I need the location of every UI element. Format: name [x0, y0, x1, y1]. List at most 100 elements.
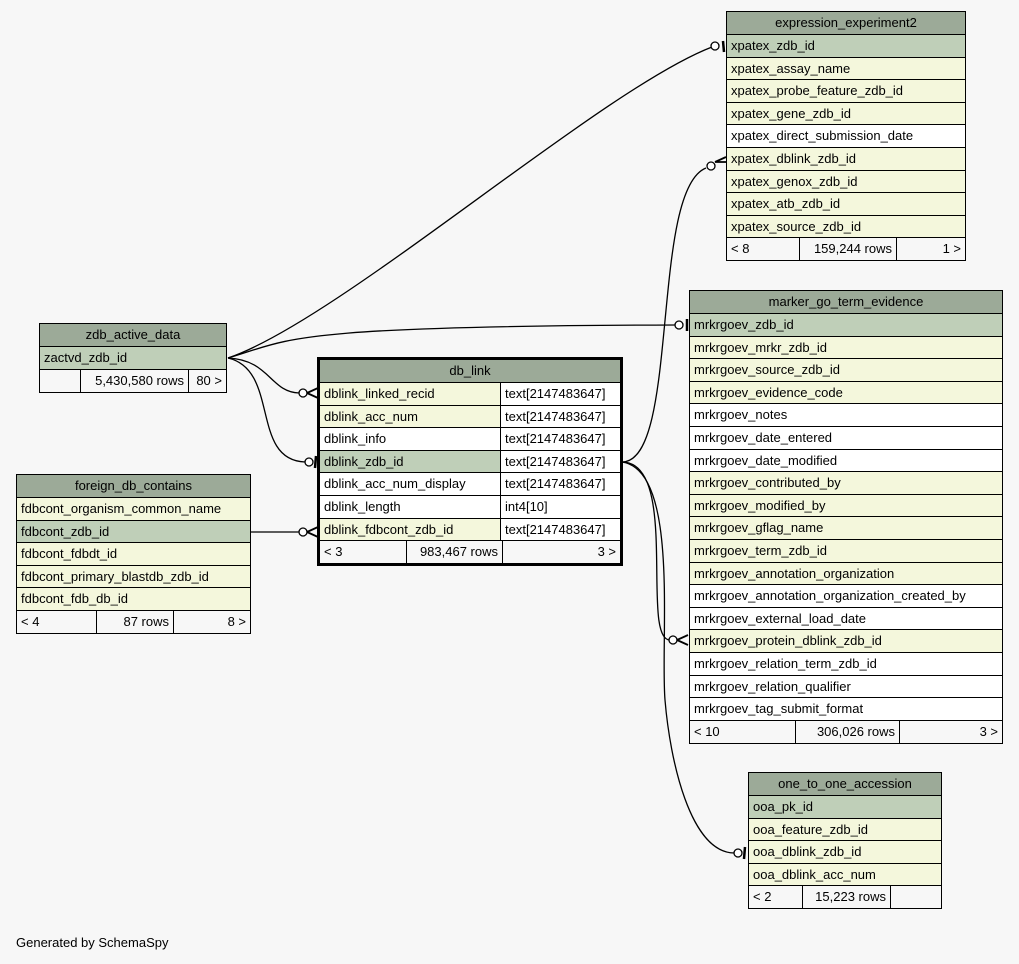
column-row[interactable]: ooa_dblink_zdb_id	[749, 841, 941, 864]
table-title[interactable]: foreign_db_contains	[17, 475, 250, 498]
column-name: mrkrgoev_annotation_organization_created…	[690, 585, 1002, 607]
children-count-link[interactable]: 3 >	[502, 541, 620, 564]
column-row[interactable]: xpatex_gene_zdb_id	[727, 102, 965, 126]
column-row[interactable]: mrkrgoev_gflag_name	[690, 517, 1002, 540]
row-count: 983,467 rows	[406, 541, 502, 564]
column-row[interactable]: xpatex_zdb_id	[727, 35, 965, 58]
children-count-link[interactable]: 3 >	[899, 720, 1002, 743]
parents-count-link[interactable]	[40, 370, 80, 392]
column-row[interactable]: xpatex_genox_zdb_id	[727, 170, 965, 194]
column-row[interactable]: mrkrgoev_contributed_by	[690, 472, 1002, 495]
column-row[interactable]: ooa_feature_zdb_id	[749, 818, 941, 842]
column-row[interactable]: xpatex_assay_name	[727, 57, 965, 81]
parents-count-link[interactable]: < 2	[753, 889, 772, 905]
column-row[interactable]: mrkrgoev_modified_by	[690, 494, 1002, 518]
column-row[interactable]: fdbcont_fdb_db_id	[17, 588, 250, 611]
column-row[interactable]: mrkrgoev_protein_dblink_zdb_id	[690, 630, 1002, 653]
edge-zactvd-to-mrkrgoev-zdb-id	[227, 324, 676, 359]
column-row[interactable]: mrkrgoev_tag_submit_format	[690, 698, 1002, 721]
edge-zactvd-to-dblink-zdb-id	[227, 357, 306, 463]
column-type: text[2147483647]	[500, 428, 620, 450]
row-count: 159,244 rows	[799, 238, 896, 261]
column-row[interactable]: mrkrgoev_source_zdb_id	[690, 359, 1002, 382]
column-name: mrkrgoev_tag_submit_format	[690, 698, 1002, 720]
column-row[interactable]: zactvd_zdb_id	[40, 347, 226, 370]
edge-end-circle	[674, 320, 684, 330]
column-row[interactable]: mrkrgoev_annotation_organization_created…	[690, 585, 1002, 608]
column-name: mrkrgoev_modified_by	[690, 494, 1002, 517]
column-row[interactable]: ooa_dblink_acc_num	[749, 863, 941, 887]
column-row[interactable]: fdbcont_zdb_id	[17, 520, 250, 544]
column-row[interactable]: mrkrgoev_zdb_id	[690, 314, 1002, 337]
column-row[interactable]: xpatex_direct_submission_date	[727, 125, 965, 148]
column-row[interactable]: xpatex_source_zdb_id	[727, 215, 965, 239]
edge-end-circle	[710, 41, 720, 51]
column-row[interactable]: mrkrgoev_date_entered	[690, 426, 1002, 450]
children-count-link[interactable]: 80 >	[188, 369, 226, 392]
column-name: xpatex_direct_submission_date	[727, 125, 965, 147]
column-row[interactable]: xpatex_atb_zdb_id	[727, 193, 965, 216]
column-name: ooa_dblink_zdb_id	[749, 841, 941, 863]
table-title[interactable]: db_link	[320, 360, 620, 383]
parents-count-link[interactable]: < 10	[694, 723, 720, 739]
children-count-link[interactable]: 8 >	[173, 610, 250, 633]
column-name: fdbcont_fdb_db_id	[17, 588, 250, 610]
column-row[interactable]: mrkrgoev_relation_qualifier	[690, 675, 1002, 699]
parents-count-link[interactable]: < 4	[21, 613, 40, 629]
column-name: mrkrgoev_date_modified	[690, 449, 1002, 472]
column-row[interactable]: fdbcont_fdbdt_id	[17, 543, 250, 566]
column-name: mrkrgoev_evidence_code	[690, 381, 1002, 404]
table-title[interactable]: zdb_active_data	[40, 324, 226, 347]
edge-zactvd-to-xpatex-zdb-id	[227, 46, 713, 359]
column-name: mrkrgoev_annotation_organization	[690, 562, 1002, 585]
column-type: text[2147483647]	[500, 450, 620, 473]
parents-count-link[interactable]: < 3	[324, 544, 343, 560]
column-type: text[2147483647]	[500, 405, 620, 428]
column-row[interactable]: mrkrgoev_relation_term_zdb_id	[690, 652, 1002, 676]
column-name: mrkrgoev_protein_dblink_zdb_id	[690, 630, 1002, 652]
column-row[interactable]: mrkrgoev_evidence_code	[690, 381, 1002, 405]
column-name: xpatex_zdb_id	[727, 35, 965, 57]
children-count-link[interactable]: 1 >	[896, 238, 965, 261]
column-row[interactable]: fdbcont_primary_blastdb_zdb_id	[17, 565, 250, 589]
column-row[interactable]: xpatex_dblink_zdb_id	[727, 147, 965, 171]
generated-by-label: Generated by SchemaSpy	[16, 935, 169, 950]
children-count-link[interactable]	[890, 886, 941, 909]
table-title[interactable]: marker_go_term_evidence	[690, 291, 1002, 314]
column-name: mrkrgoev_date_entered	[690, 426, 1002, 449]
column-row[interactable]: fdbcont_organism_common_name	[17, 498, 250, 521]
column-name: dblink_zdb_id	[320, 450, 500, 473]
column-row[interactable]: mrkrgoev_external_load_date	[690, 607, 1002, 631]
column-name: mrkrgoev_mrkr_zdb_id	[690, 336, 1002, 359]
column-row[interactable]: mrkrgoev_notes	[690, 404, 1002, 427]
column-name: zactvd_zdb_id	[40, 347, 226, 369]
table-title[interactable]: expression_experiment2	[727, 12, 965, 35]
column-name: dblink_length	[320, 495, 500, 518]
table-title[interactable]: one_to_one_accession	[749, 773, 941, 796]
column-row[interactable]: xpatex_probe_feature_zdb_id	[727, 80, 965, 103]
column-row[interactable]: mrkrgoev_term_zdb_id	[690, 539, 1002, 563]
column-row[interactable]: mrkrgoev_annotation_organization	[690, 562, 1002, 586]
parents-count-link[interactable]: < 8	[731, 241, 750, 257]
column-row[interactable]: ooa_pk_id	[749, 796, 941, 819]
column-name: dblink_fdbcont_zdb_id	[320, 518, 500, 541]
column-row[interactable]: mrkrgoev_mrkr_zdb_id	[690, 336, 1002, 360]
column-name: dblink_linked_recid	[320, 383, 500, 405]
column-row[interactable]: mrkrgoev_date_modified	[690, 449, 1002, 473]
